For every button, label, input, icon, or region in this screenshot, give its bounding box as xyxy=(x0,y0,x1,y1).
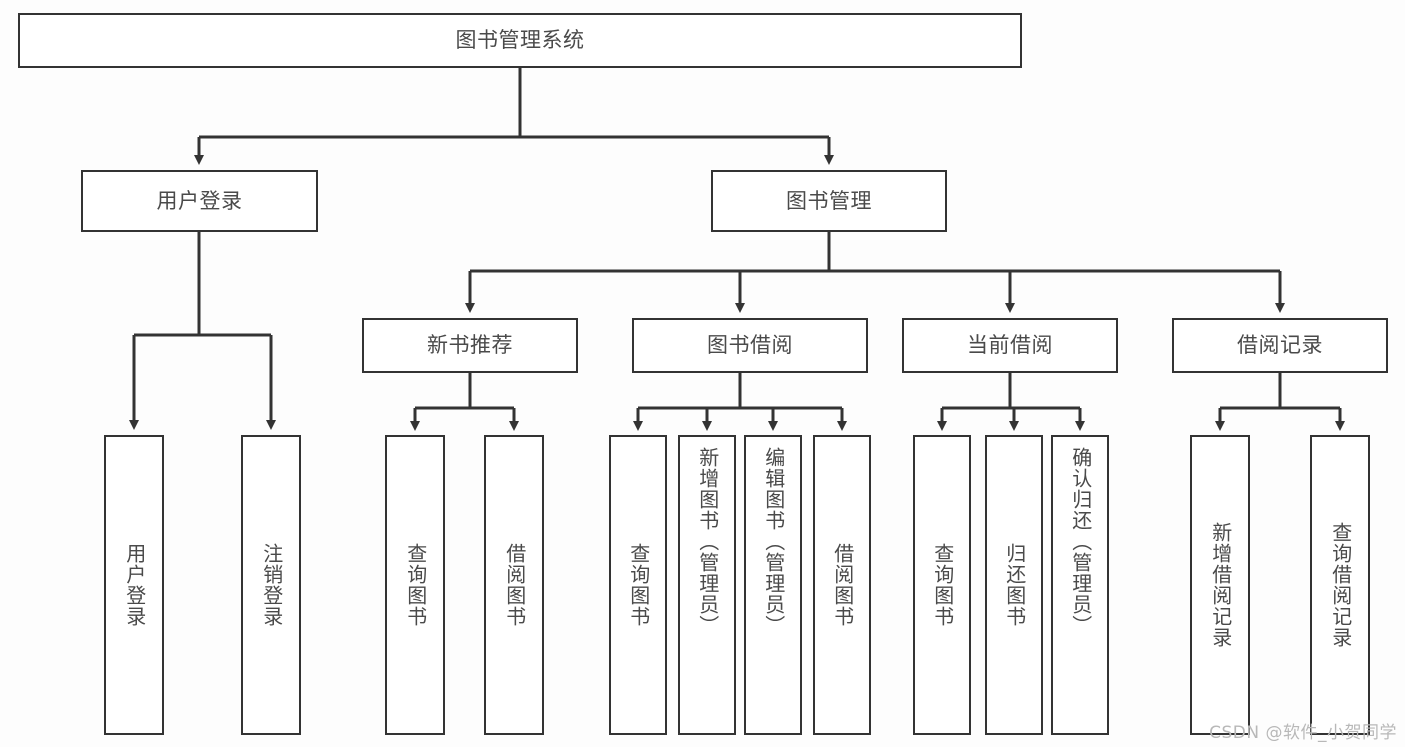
node-label: 新增图书（管理员） xyxy=(695,447,720,636)
leaf-return-book[interactable]: 归还图书 xyxy=(985,435,1043,735)
leaf-edit-book-admin[interactable]: 编辑图书（管理员） xyxy=(744,435,802,735)
node-new-book-recommendation[interactable]: 新书推荐 xyxy=(362,318,578,373)
leaf-query-book-recommendation[interactable]: 查询图书 xyxy=(385,435,445,735)
node-label: 用户登录 xyxy=(156,188,243,213)
node-label: 归还图书 xyxy=(1002,543,1027,627)
leaf-logout[interactable]: 注销登录 xyxy=(241,435,301,735)
node-label: 查询图书 xyxy=(930,543,955,627)
node-label: 借阅图书 xyxy=(830,543,855,627)
node-borrowing-record[interactable]: 借阅记录 xyxy=(1172,318,1388,373)
node-current-borrowing[interactable]: 当前借阅 xyxy=(902,318,1118,373)
leaf-confirm-return-admin[interactable]: 确认归还（管理员） xyxy=(1051,435,1109,735)
node-label: 借阅图书 xyxy=(502,543,527,627)
leaf-borrow-book-recommendation[interactable]: 借阅图书 xyxy=(484,435,544,735)
leaf-add-borrow-record[interactable]: 新增借阅记录 xyxy=(1190,435,1250,735)
node-label: 图书管理系统 xyxy=(455,28,585,53)
node-label: 确认归还（管理员） xyxy=(1068,447,1093,636)
node-label: 查询图书 xyxy=(403,543,428,627)
node-book-borrowing[interactable]: 图书借阅 xyxy=(632,318,868,373)
leaf-user-login[interactable]: 用户登录 xyxy=(104,435,164,735)
node-label: 注销登录 xyxy=(259,543,284,627)
node-book-management[interactable]: 图书管理 xyxy=(711,170,947,232)
node-label: 新增借阅记录 xyxy=(1208,522,1233,648)
node-label: 新书推荐 xyxy=(427,333,513,358)
node-book-management-system[interactable]: 图书管理系统 xyxy=(18,13,1022,68)
leaf-borrow-book[interactable]: 借阅图书 xyxy=(813,435,871,735)
node-label: 编辑图书（管理员） xyxy=(761,447,786,636)
leaf-query-book-borrowing[interactable]: 查询图书 xyxy=(609,435,667,735)
node-label: 查询图书 xyxy=(626,543,651,627)
node-label: 借阅记录 xyxy=(1237,333,1323,358)
watermark: CSDN @软件_小贺同学 xyxy=(1209,723,1397,743)
node-user-login[interactable]: 用户登录 xyxy=(81,170,318,232)
leaf-query-borrow-record[interactable]: 查询借阅记录 xyxy=(1310,435,1370,735)
node-label: 图书管理 xyxy=(786,188,872,213)
node-label: 查询借阅记录 xyxy=(1328,522,1353,648)
node-label: 用户登录 xyxy=(122,543,147,627)
node-label: 图书借阅 xyxy=(707,333,793,358)
leaf-add-book-admin[interactable]: 新增图书（管理员） xyxy=(678,435,736,735)
node-label: 当前借阅 xyxy=(967,333,1053,358)
leaf-query-book-current[interactable]: 查询图书 xyxy=(913,435,971,735)
